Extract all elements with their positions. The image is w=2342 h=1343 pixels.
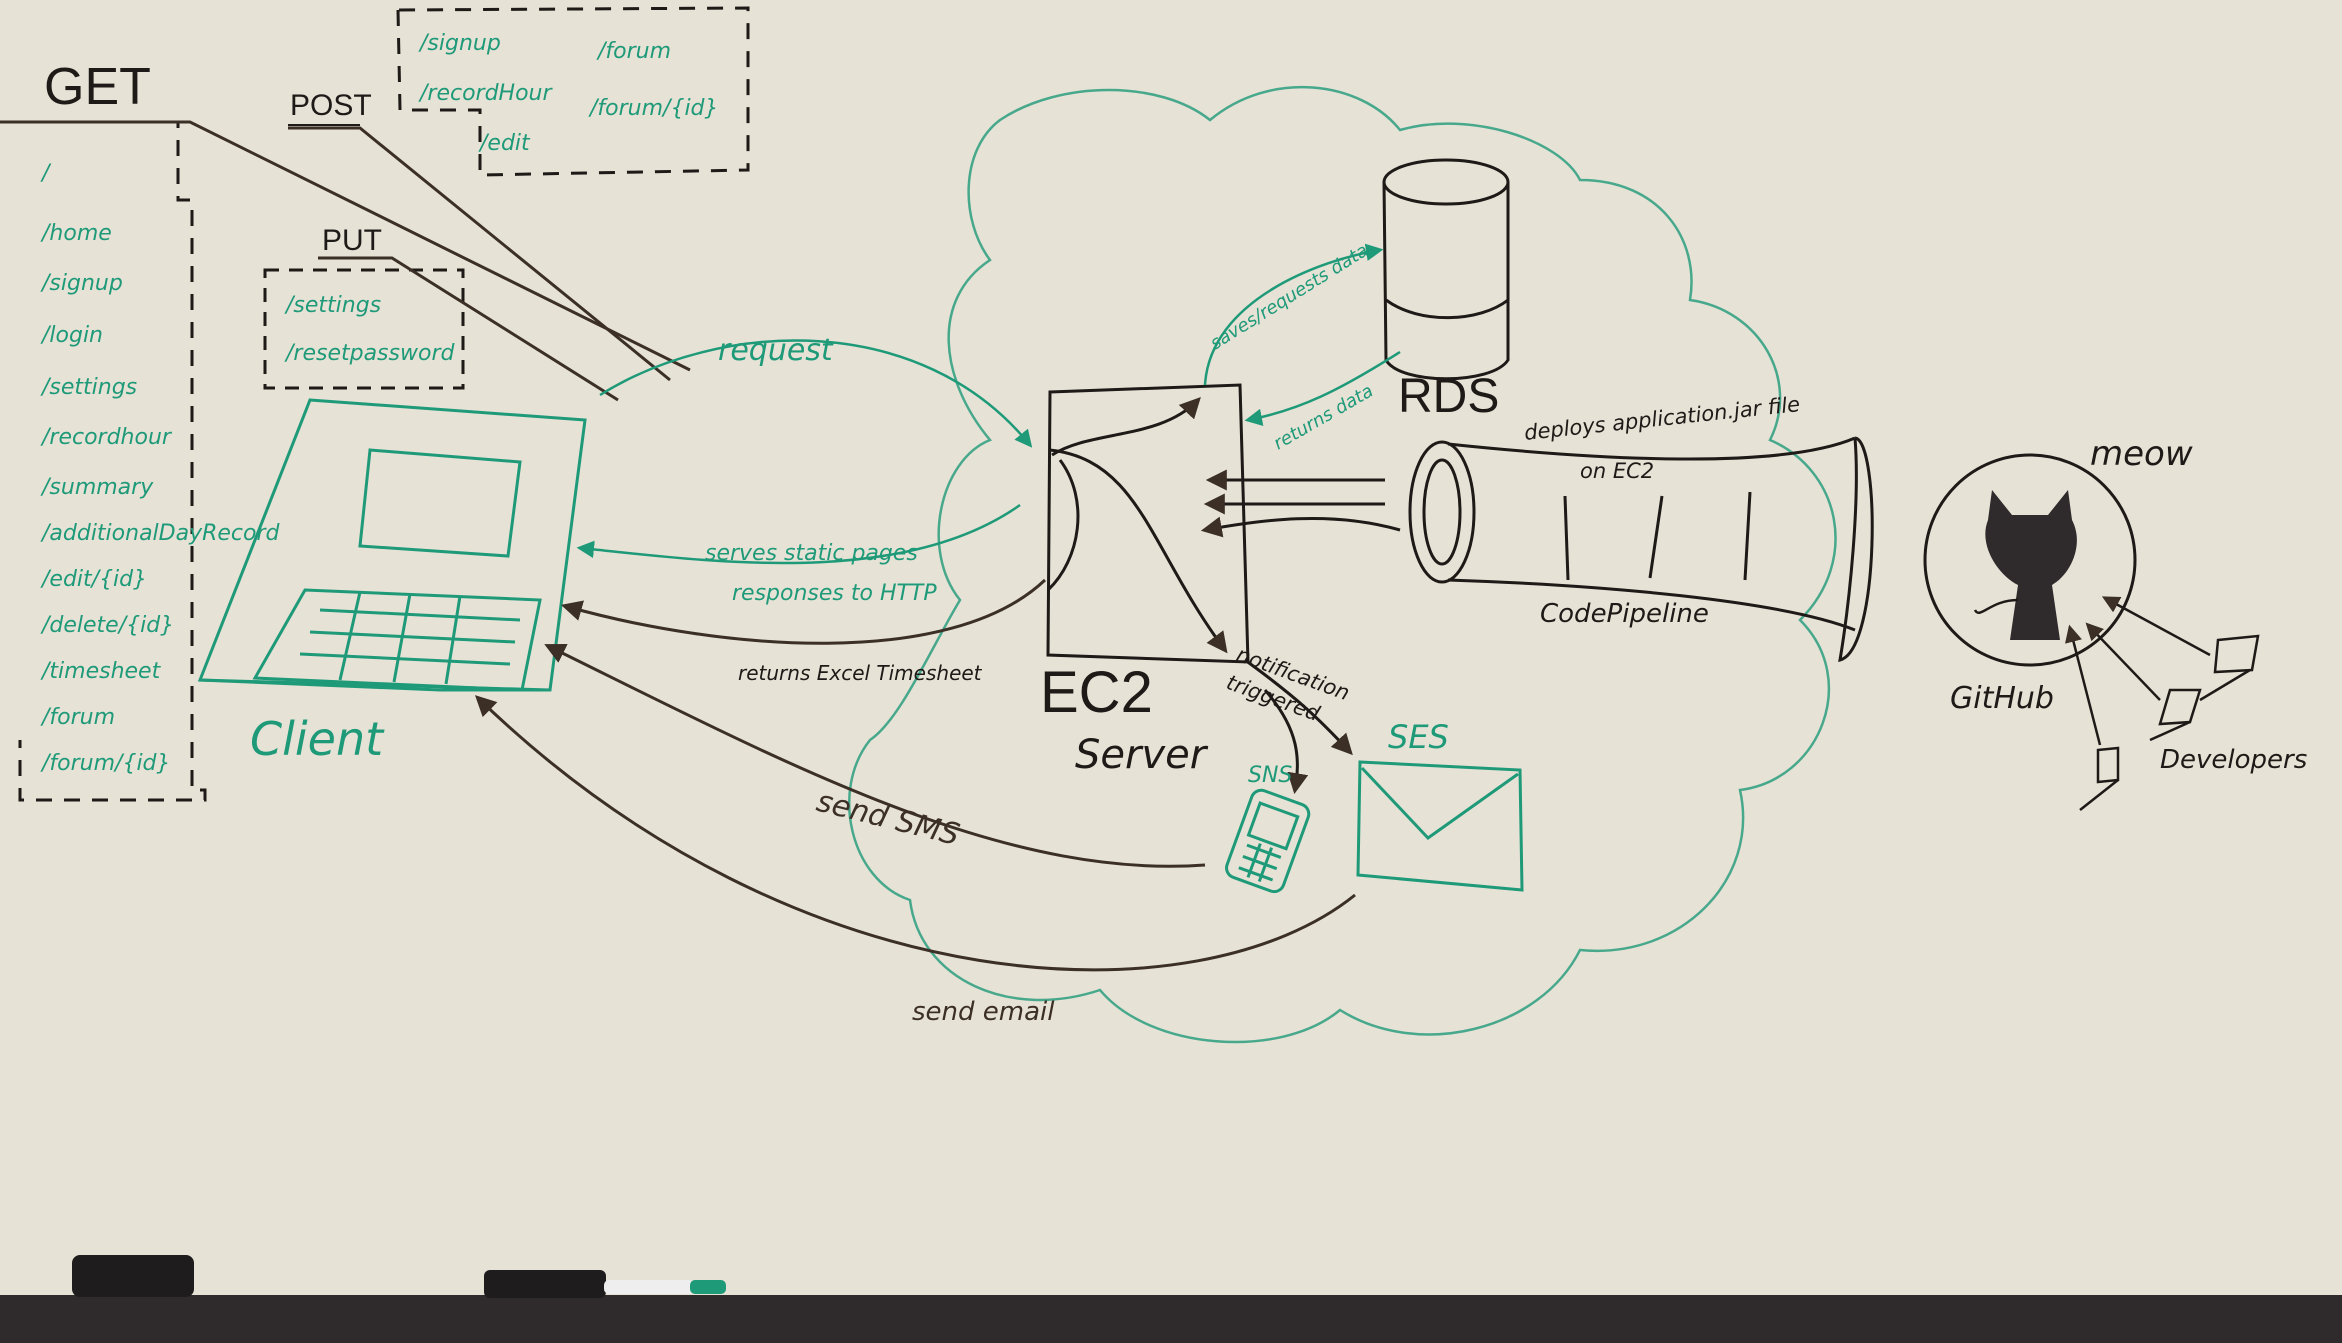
request-arrow [599,339,1033,448]
database-icon [1382,158,1510,381]
get-route: /summary [40,475,154,500]
get-route: /edit/{id} [40,567,147,592]
rds-title: RDS [1398,370,1499,423]
saves-requests-arrow [1203,243,1384,386]
developer-push-arrows [2065,596,2211,746]
get-box: GET / /home /signup /login /settings /re… [0,58,281,802]
get-route: /additionalDayRecord [40,521,281,546]
get-route: /forum [40,705,115,730]
get-route: /home [40,221,112,246]
deploys-on-ec2-label: on EC2 [1580,459,1654,483]
get-route: /timesheet [40,659,162,684]
send-email-label: send email [912,997,1055,1027]
responses-http-label: responses to HTTP [732,581,937,606]
meow-label: meow [2090,434,2193,474]
ec2-server-box [1046,383,1353,795]
get-route: /settings [40,375,137,400]
get-route: /recordhour [40,425,173,450]
post-box: POST /signup /recordHour /edit /forum /f… [288,6,750,177]
post-route: /recordHour [418,81,554,106]
marker-green [604,1280,694,1294]
marker-black [484,1270,606,1298]
server-label: Server [1075,732,1209,778]
get-route: /login [40,323,103,348]
phone-icon [1225,788,1311,894]
marker-tray [0,1295,2342,1343]
sns-label: SNS [1248,763,1292,788]
route-connectors [0,120,691,402]
eraser [72,1255,194,1297]
get-route: /forum/{id} [40,751,171,776]
post-route: /signup [418,31,501,56]
put-box: PUT /settings /resetpassword [263,224,465,390]
returns-excel-label: returns Excel Timesheet [738,661,983,685]
envelope-icon [1356,760,1524,892]
send-email-arrow [474,695,1356,972]
marker-green-cap [690,1280,726,1294]
returns-excel-arrow [560,578,1047,645]
returns-data-arrow [1244,350,1401,426]
request-label: request [718,333,834,368]
ec2-title: EC2 [1040,660,1153,725]
client-label: Client [250,712,385,766]
post-route: /forum [596,39,671,64]
post-title: POST [290,89,372,122]
codepipeline-label: CodePipeline [1540,599,1709,629]
pipe-icon [1408,436,1874,663]
put-route: /settings [284,293,381,318]
put-title: PUT [322,224,382,257]
github-label: GitHub [1950,681,2054,716]
get-route: /delete/{id} [40,613,174,638]
ses-label: SES [1388,718,1449,756]
deploy-arrows [1200,469,1401,538]
developers-label: Developers [2160,745,2307,775]
laptop-icon [197,398,587,692]
cloud-outline [848,85,1837,1044]
github-octocat-icon [1923,453,2137,667]
get-route: / [40,161,52,186]
developer-laptop-icon [2079,634,2260,811]
get-title: GET [44,58,151,116]
serves-static-label: serves static pages [705,541,918,566]
get-route: /signup [40,271,123,296]
post-route: /forum/{id} [588,96,719,121]
send-sms-arrow [544,643,1206,868]
put-route: /resetpassword [284,341,455,366]
board-surface [0,0,2342,1300]
post-route: /edit [478,131,531,156]
serves-static-arrow [576,503,1021,565]
